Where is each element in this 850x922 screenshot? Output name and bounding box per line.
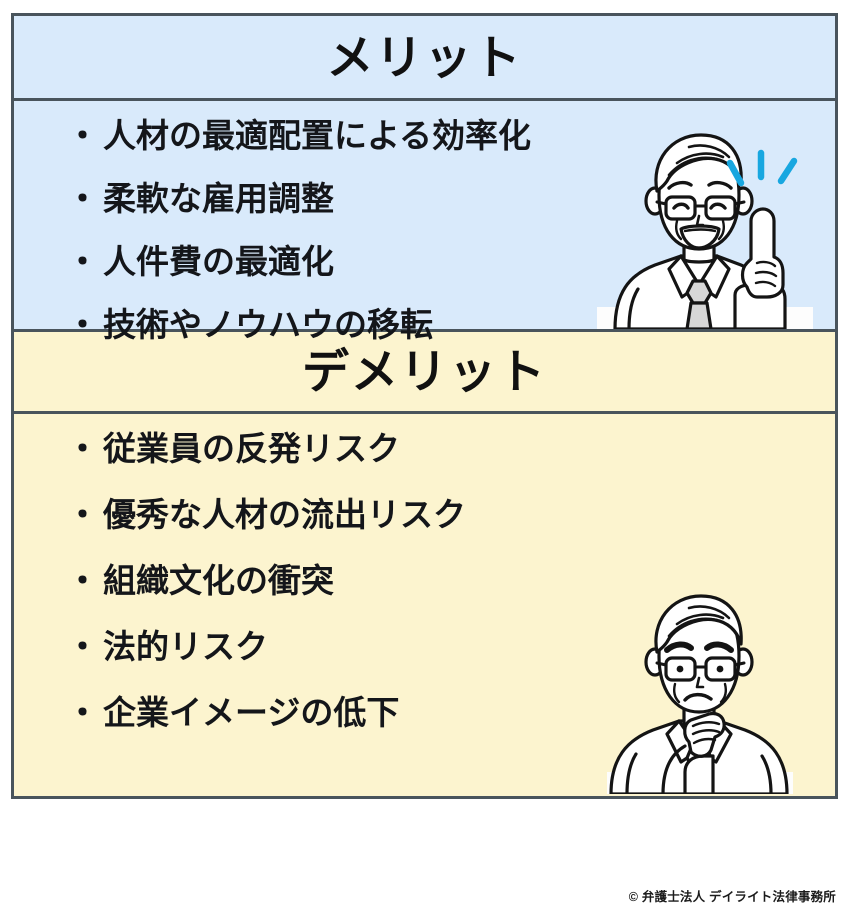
merit-body: ・ 人材の最適配置による効率化 ・ 柔軟な雇用調整 ・ 人件費の最適化 ・ 技術… [14, 101, 835, 341]
bullet-icon: ・ [66, 496, 99, 533]
merit-list: ・ 人材の最適配置による効率化 ・ 柔軟な雇用調整 ・ 人件費の最適化 ・ 技術… [14, 119, 835, 341]
bullet-icon: ・ [66, 628, 99, 665]
demerit-header: デメリット [14, 329, 835, 414]
bullet-icon: ・ [66, 430, 99, 467]
list-item-label: 組織文化の衝突 [103, 562, 334, 599]
list-item: ・ 技術やノウハウの移転 [14, 308, 835, 341]
merit-title: メリット [326, 30, 523, 84]
bullet-icon: ・ [66, 694, 99, 731]
list-item-label: 従業員の反発リスク [103, 430, 400, 467]
list-item-label: 柔軟な雇用調整 [103, 180, 334, 217]
list-item: ・ 柔軟な雇用調整 [14, 182, 835, 215]
list-item: ・ 組織文化の衝突 [14, 564, 835, 597]
list-item-label: 優秀な人材の流出リスク [103, 496, 466, 533]
bullet-icon: ・ [66, 243, 99, 280]
worried-businessman-thinking-icon [585, 566, 815, 794]
demerit-title: デメリット [302, 345, 547, 398]
merit-demerit-table: メリット ・ 人材の最適配置による効率化 ・ 柔軟な雇用調整 ・ 人件費の最適化… [11, 13, 838, 799]
list-item: ・ 企業イメージの低下 [14, 696, 835, 729]
demerit-body: ・ 従業員の反発リスク ・ 優秀な人材の流出リスク ・ 組織文化の衝突 ・ 法的… [14, 414, 835, 796]
bullet-icon: ・ [66, 306, 99, 343]
list-item: ・ 法的リスク [14, 630, 835, 663]
list-item: ・ 人件費の最適化 [14, 245, 835, 278]
smiling-businessman-pointing-up-icon [589, 117, 821, 329]
list-item-label: 人件費の最適化 [103, 243, 334, 280]
bullet-icon: ・ [66, 117, 99, 154]
list-item-label: 企業イメージの低下 [103, 694, 400, 731]
list-item: ・ 人材の最適配置による効率化 [14, 119, 835, 152]
copyright-notice: © 弁護士法人 デイライト法律事務所 [628, 890, 836, 904]
merit-header: メリット [14, 16, 835, 101]
list-item: ・ 優秀な人材の流出リスク [14, 498, 835, 531]
bullet-icon: ・ [66, 562, 99, 599]
list-item-label: 法的リスク [103, 628, 268, 665]
bullet-icon: ・ [66, 180, 99, 217]
list-item-label: 人材の最適配置による効率化 [103, 117, 532, 154]
list-item: ・ 従業員の反発リスク [14, 432, 835, 465]
demerit-list: ・ 従業員の反発リスク ・ 優秀な人材の流出リスク ・ 組織文化の衝突 ・ 法的… [14, 432, 835, 729]
list-item-label: 技術やノウハウの移転 [103, 306, 433, 343]
